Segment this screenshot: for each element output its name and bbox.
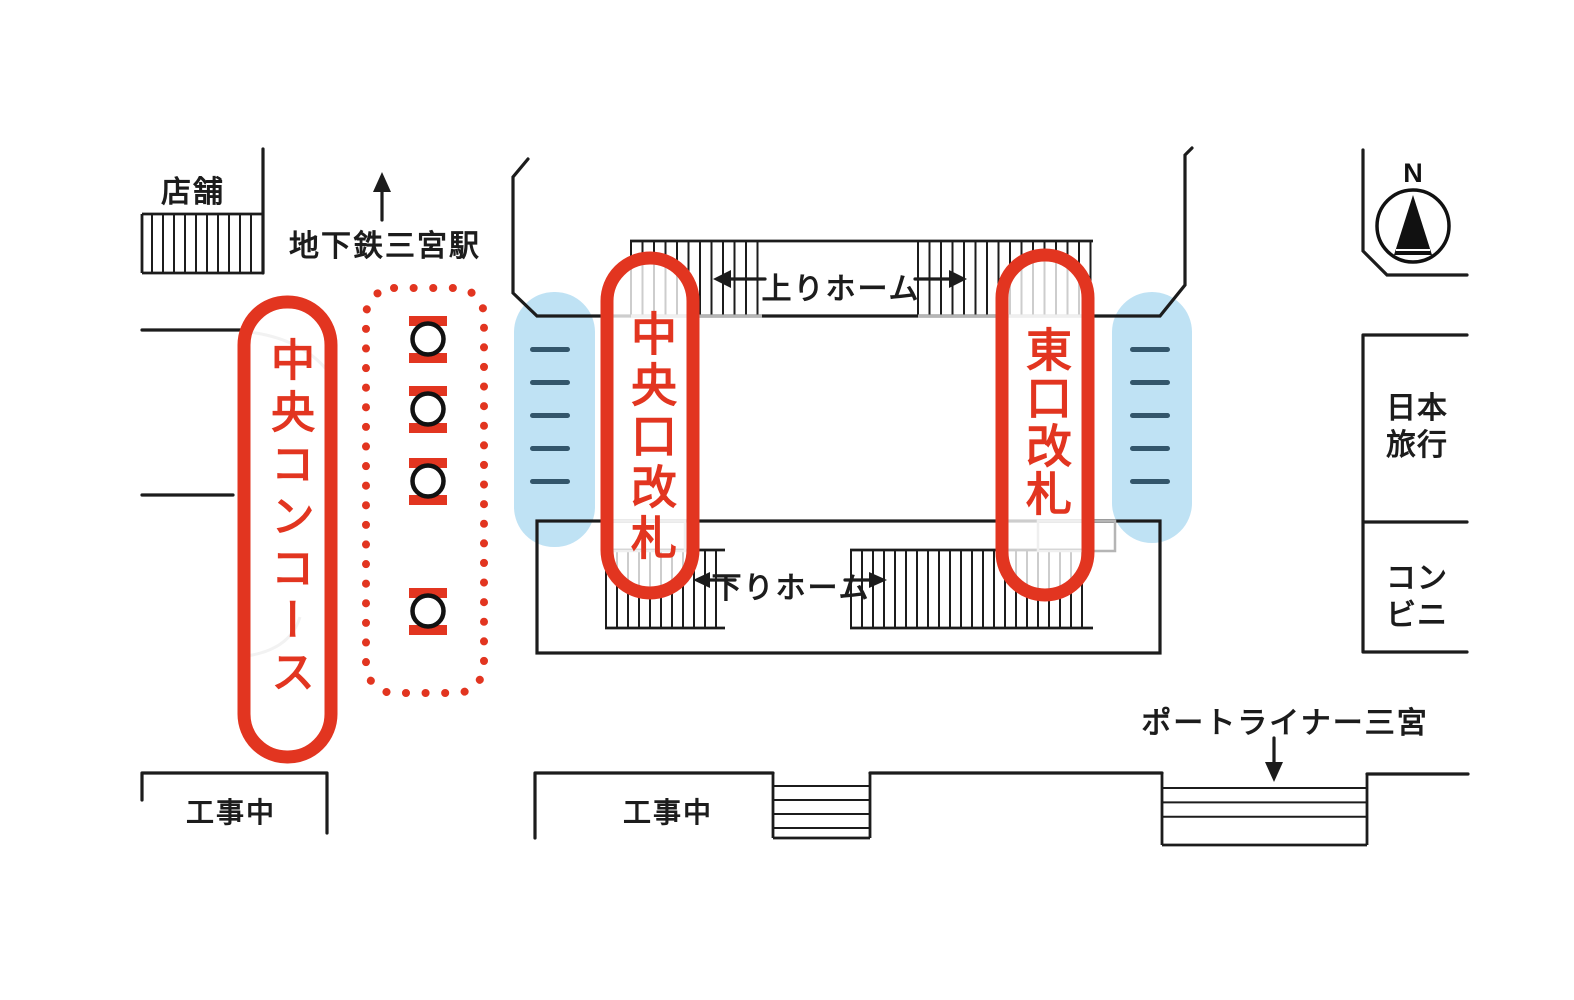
east-gate-dash-icon xyxy=(1130,380,1170,385)
compass-enclosure-wall xyxy=(1361,148,1469,277)
annotation-capsules xyxy=(237,248,1095,764)
central-concourse-capsule xyxy=(237,295,338,764)
east-gate-capsule xyxy=(995,248,1095,602)
east-gate-dash-icon xyxy=(1130,479,1170,484)
kiosk-boxes xyxy=(1361,333,1469,654)
shop-stairs-edge xyxy=(140,212,263,275)
subway-station-label: 地下鉄三宮駅 xyxy=(289,230,481,263)
down-platform-label: 下りホーム xyxy=(711,572,871,605)
under-construction-left-label: 工事中 xyxy=(185,797,277,828)
ticket-machine-icon xyxy=(409,386,447,433)
west-gate-highlight xyxy=(514,292,595,547)
portliner-stairs-edge xyxy=(1160,773,1369,847)
up-platform-label: 上りホーム xyxy=(761,273,921,306)
subway-up-arrow-icon xyxy=(373,172,391,222)
west-gate-dash-icon xyxy=(530,380,570,385)
construction-box-center xyxy=(533,771,775,840)
north-label: N xyxy=(1403,158,1423,188)
ticket-machine-icon xyxy=(409,458,447,505)
ticket-machines xyxy=(409,316,447,635)
west-gate-dash-icon xyxy=(530,479,570,484)
lower-concourse-box xyxy=(535,519,1162,655)
down-platform-right-arrow-icon xyxy=(843,572,887,588)
direction-arrows xyxy=(373,172,1283,782)
west-gate-dash-icon xyxy=(530,446,570,451)
portliner-label: ポートライナー三宮 xyxy=(1141,707,1429,740)
down-platform-left-arrow-icon xyxy=(693,572,737,588)
nippon-travel-label: 日本旅行 xyxy=(1386,392,1448,462)
concourse-walls xyxy=(140,146,1470,840)
west-gate-dash-icon xyxy=(530,413,570,418)
up-platform-right-arrow-icon xyxy=(913,270,967,288)
east-gate-dash-icon xyxy=(1130,413,1170,418)
north-arrow-icon xyxy=(1394,195,1432,255)
east-gate-dash-icon xyxy=(1130,446,1170,451)
gate-dash-marks xyxy=(530,347,1170,484)
west-gate-dash-icon xyxy=(530,347,570,352)
central-gate-label: 中央口改札 xyxy=(625,310,677,565)
upper-concourse-wall xyxy=(511,146,1194,318)
shop-label: 店舗 xyxy=(161,176,225,209)
central-concourse-label: 中央コンコース xyxy=(264,337,313,701)
up-platform-left-arrow-icon xyxy=(713,270,767,288)
center-exit-stairs-edge xyxy=(771,773,872,840)
portliner-down-arrow-icon xyxy=(1265,736,1283,782)
ticket-machine-icon xyxy=(409,588,447,635)
central-gate-capsule xyxy=(600,251,700,600)
convenience-store-label: コンビニ xyxy=(1386,562,1448,632)
east-gate-dash-icon xyxy=(1130,347,1170,352)
east-gate-label: 東口改札 xyxy=(1020,326,1072,518)
ticket-machine-zone xyxy=(362,284,488,697)
under-construction-center-label: 工事中 xyxy=(622,797,714,828)
ticket-machine-icon xyxy=(409,316,447,363)
construction-box-left xyxy=(140,771,329,835)
compass-icon xyxy=(1375,188,1451,264)
